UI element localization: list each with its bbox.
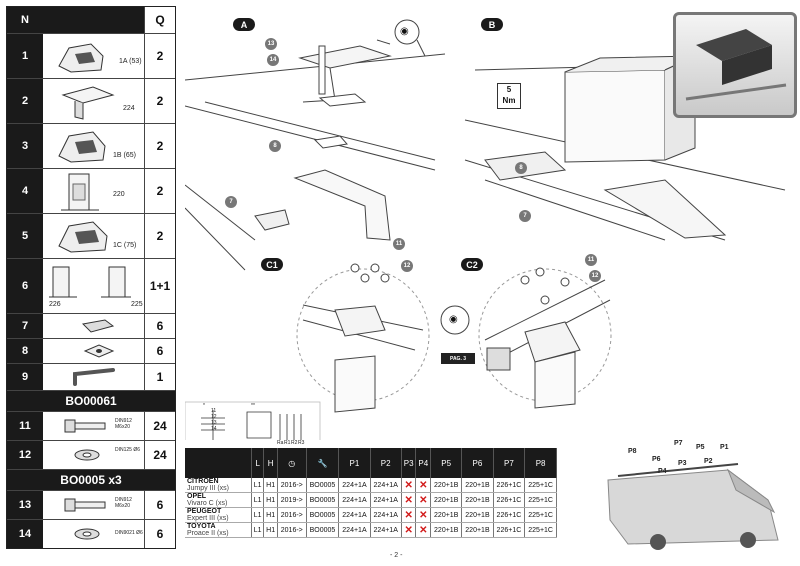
part-row: 9 1 — [7, 364, 175, 391]
part-row: 14 DIN9021 Ø6 6 — [7, 520, 175, 548]
callout-13: 13 — [265, 38, 277, 50]
assembly-diagram: A B C1 C2 13 14 8 7 8 7 11 12 11 12 5 Nm… — [185, 10, 797, 446]
square-washer-icon — [83, 344, 115, 358]
compat-header-row: L H ◷ 🔧 P1 P2 P3 P4 P5 P6 P7 P8 — [185, 448, 557, 478]
part-row: 13 DIN912 M6x20 6 — [7, 491, 175, 520]
parts-table: N Q 1 1A (53) 2 2 224 2 3 1B (65) 2 4 22… — [6, 6, 176, 549]
bracket-226-icon — [49, 266, 77, 298]
van-drawing — [607, 463, 779, 550]
callout-14: 14 — [267, 54, 279, 66]
header-n: N — [7, 7, 43, 33]
part-row: 2 224 2 — [7, 79, 175, 124]
view-c2-badge: C2 — [461, 258, 483, 271]
not-applicable-icon: ✕ — [401, 522, 417, 538]
eye-icon: ◉ — [400, 26, 409, 37]
years-icon: ◷ — [277, 448, 307, 478]
allen-key-icon — [73, 368, 115, 386]
view-b-badge: B — [481, 18, 503, 31]
foot-1b-icon — [58, 131, 106, 163]
callout-7: 7 — [225, 196, 237, 208]
not-applicable-icon: ✕ — [401, 478, 417, 493]
not-applicable-icon: ✕ — [415, 492, 432, 508]
washer-icon — [74, 528, 100, 540]
view-a-badge: A — [233, 18, 255, 31]
not-applicable-icon: ✕ — [401, 507, 417, 523]
part-row: 12 DIN125 Ø6 24 — [7, 441, 175, 470]
mounting-photo — [673, 12, 797, 118]
page-reference: PAG. 3 — [441, 353, 475, 364]
part-row: 8 6 — [7, 339, 175, 364]
van-illustration: P8 P6 P4 P7 P5 P3 P1 P2 — [598, 440, 794, 550]
header-q: Q — [145, 7, 175, 33]
part-row: 7 6 — [7, 314, 175, 339]
bracket-220-icon — [61, 173, 99, 211]
clamp-plate-icon — [81, 319, 115, 333]
kit2-title: BO0005 x3 — [7, 470, 175, 491]
torque-label: 5 Nm — [497, 83, 521, 109]
view-c1-badge: C1 — [261, 258, 283, 271]
bracket-224-icon — [61, 86, 115, 120]
callout-b8: 8 — [515, 162, 527, 174]
part-row: 11 DIN912 M6x20 24 — [7, 412, 175, 441]
parts-header: N Q — [7, 7, 175, 34]
wrench-icon: 🔧 — [306, 448, 340, 478]
callout-c1-12: 12 — [401, 260, 413, 272]
not-applicable-icon: ✕ — [401, 492, 417, 508]
washer-icon — [74, 449, 100, 461]
part-row: 4 220 2 — [7, 169, 175, 214]
callout-8: 8 — [269, 140, 281, 152]
part-row: 5 1C (75) 2 — [7, 214, 175, 259]
callout-c2-11: 11 — [585, 254, 597, 266]
page-number: - 2 - — [390, 552, 403, 559]
eye-icon: ◉ — [449, 314, 458, 325]
not-applicable-icon: ✕ — [415, 522, 432, 538]
not-applicable-icon: ✕ — [415, 507, 432, 523]
bracket-225-icon — [101, 266, 131, 298]
callout-c1-11: 11 — [393, 238, 405, 250]
part-row: 1 1A (53) 2 — [7, 34, 175, 79]
bolt-icon — [64, 498, 106, 512]
foot-1a-icon — [58, 43, 104, 73]
callout-b7: 7 — [519, 210, 531, 222]
part-row: 3 1B (65) 2 — [7, 124, 175, 169]
bolt-icon — [64, 419, 106, 433]
part-row: 6 226 225 1+1 — [7, 259, 175, 314]
kit1-title: BO00061 — [7, 391, 175, 412]
foot-1c-icon — [58, 221, 108, 253]
photo-foot-drawing — [685, 29, 787, 101]
not-applicable-icon: ✕ — [415, 478, 432, 493]
callout-c2-12: 12 — [589, 270, 601, 282]
